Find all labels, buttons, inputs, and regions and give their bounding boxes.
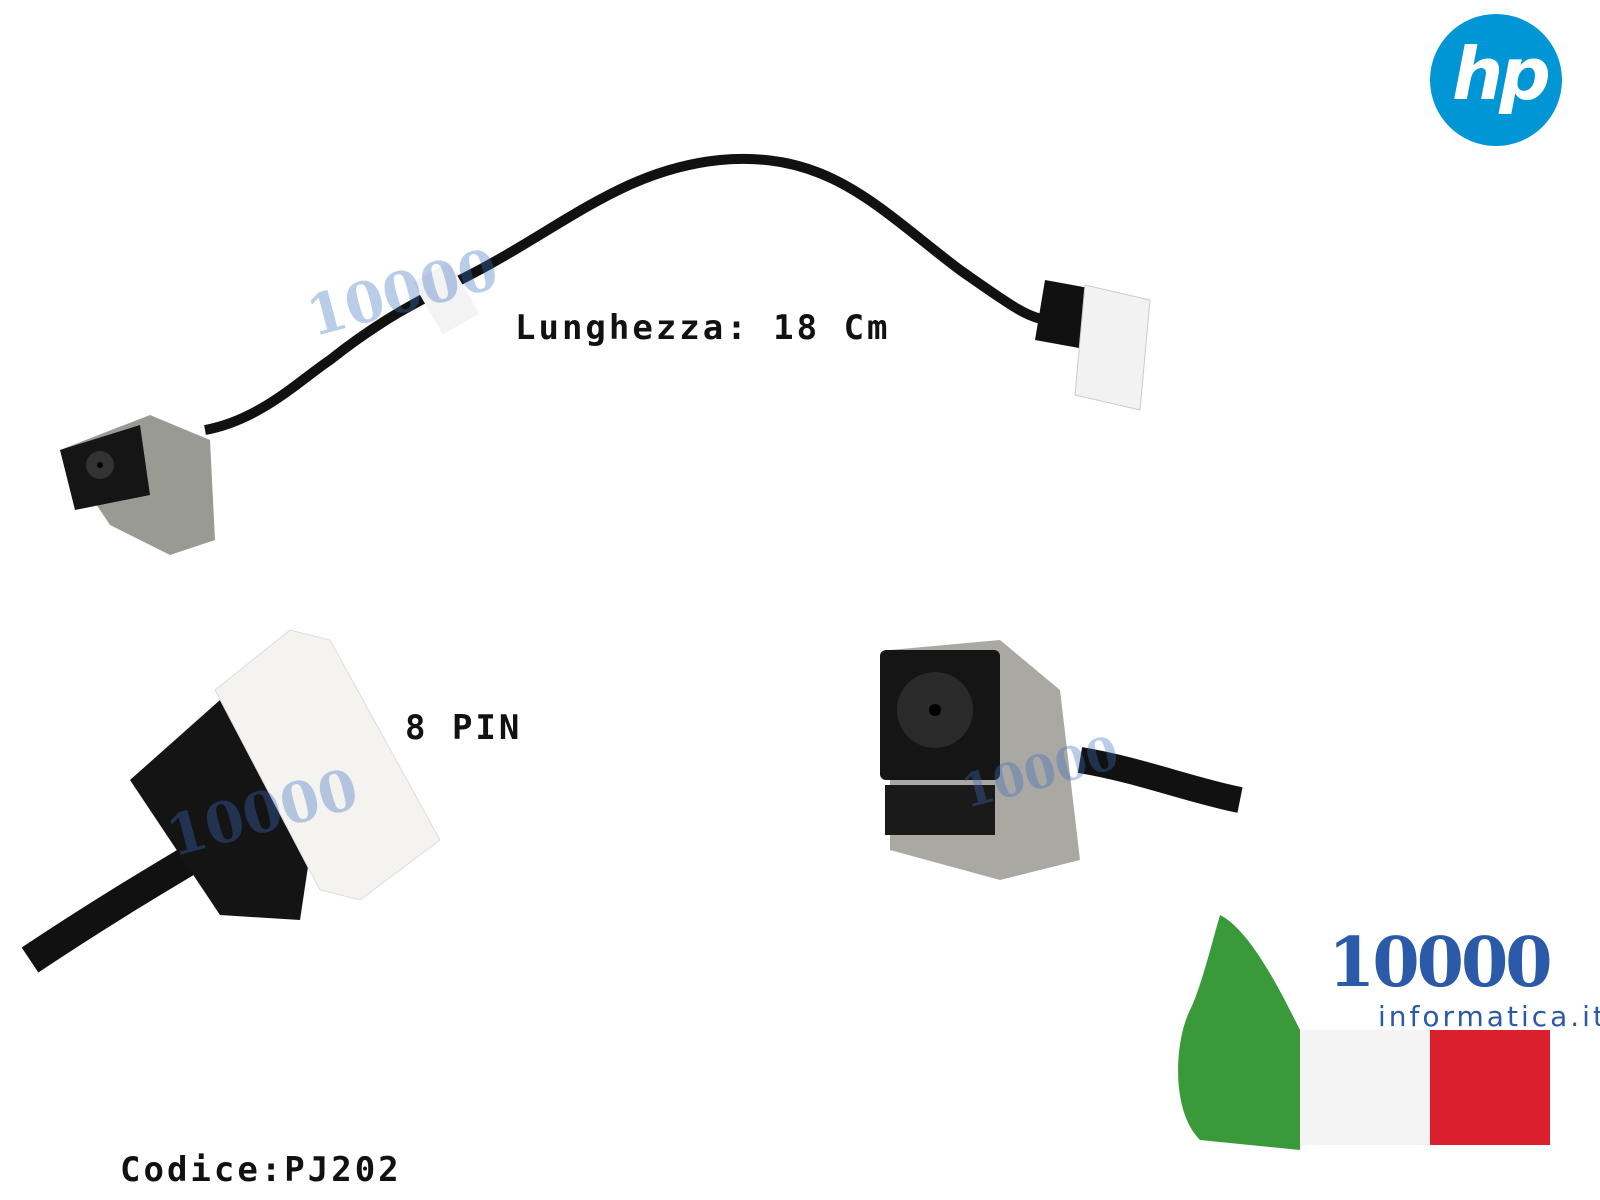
seller-logo-domain: informatica.it [1378,1000,1600,1033]
seller-logo-number: 10000 [1328,923,1553,1003]
cable [204,153,1051,435]
hp-logo: hp [1430,14,1562,146]
length-label: Lunghezza: 18 Cm [515,308,891,348]
connector-closeup [21,629,441,973]
dc-jack-closeup [880,640,1243,880]
italian-flag-thumbs-up [1178,915,1550,1150]
dc-jack-top [60,415,215,555]
seller-logo: 10000 informatica.it [1328,923,1600,1033]
pins-label: 8 PIN [405,708,523,748]
product-code: Codice:PJ202 [120,1150,402,1190]
top-connector [1035,280,1151,411]
cable-label [412,261,480,335]
